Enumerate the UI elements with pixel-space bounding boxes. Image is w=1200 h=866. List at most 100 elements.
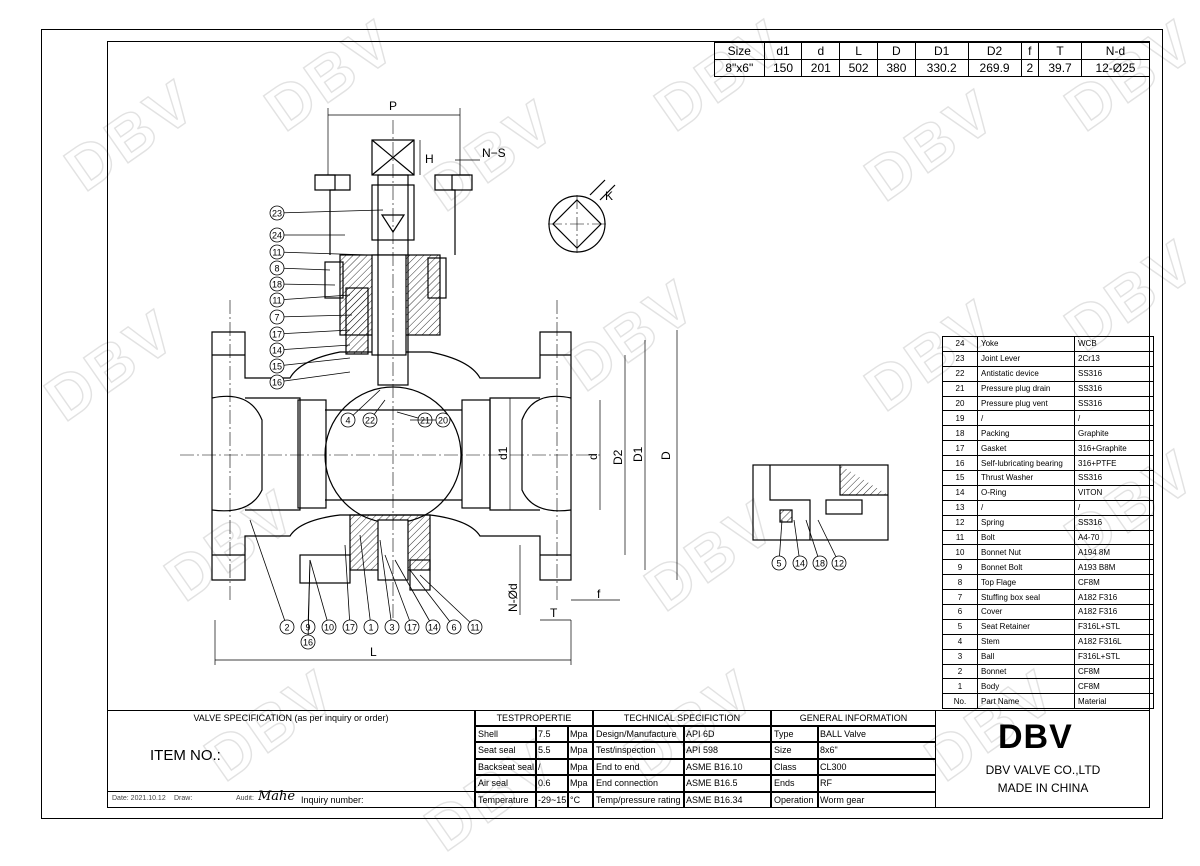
part-name: Top Flage — [977, 574, 1075, 591]
technical-row — [593, 775, 771, 792]
dim-value: 39.7 — [1038, 59, 1082, 77]
dim-value: 502 — [839, 59, 878, 77]
technical-divider — [683, 758, 685, 776]
callout-leader — [359, 534, 372, 628]
callout-leader — [276, 371, 351, 383]
part-material: A182 F316 — [1074, 589, 1154, 606]
general-divider — [817, 758, 819, 776]
dimension-table: Size d1 d L D D1 D2 f T N-d 8"x6" 150 20… — [714, 42, 1151, 77]
part-material: 2Cr13 — [1074, 350, 1154, 367]
dim-value: 2 — [1020, 59, 1040, 77]
callout-number: 3 — [389, 623, 394, 633]
part-name: Bonnet Nut — [977, 544, 1075, 561]
callout-number: 11 — [272, 296, 281, 306]
callout-number: 14 — [272, 346, 282, 356]
test-unit: Mpa — [570, 778, 588, 789]
test-divider — [535, 742, 537, 759]
callout-number: 1 — [368, 623, 373, 633]
test-divider — [567, 742, 569, 759]
part-material: F316L+STL — [1074, 648, 1154, 665]
callout-leader — [379, 539, 393, 628]
callout-leader — [276, 251, 371, 256]
parts-row: 19// — [942, 410, 1154, 427]
dimension-value-row: 8"x6" 150 201 502 380 330.2 269.9 2 39.7… — [714, 59, 1151, 77]
dim-label-d-outer: D — [659, 451, 673, 460]
dim-value: 269.9 — [967, 59, 1022, 77]
callout-circle — [269, 326, 285, 342]
general-value: RF — [820, 778, 832, 789]
callout-number: 17 — [407, 623, 417, 633]
part-no: 14 — [942, 484, 978, 501]
general-row — [771, 758, 936, 776]
callout-number: 11 — [470, 623, 479, 633]
technical-value: ASME B16.5 — [686, 778, 738, 789]
general-title-frame — [771, 710, 936, 726]
part-no: 5 — [942, 618, 978, 635]
date-cell: Date: 2021.10.12 — [112, 795, 166, 802]
callout-leader — [409, 569, 455, 628]
part-name: Stuffing box seal — [977, 589, 1075, 606]
callout-leader — [276, 267, 331, 271]
callout-circle — [269, 205, 285, 221]
callout-circle — [269, 309, 285, 325]
dim-label-d1: d1 — [496, 446, 510, 460]
test-label: Air seal — [478, 778, 509, 789]
part-material: F316L+STL — [1074, 618, 1154, 635]
part-material: SS316 — [1074, 365, 1154, 382]
part-no: 8 — [942, 574, 978, 591]
signature-strip — [107, 791, 475, 808]
part-name: Bonnet — [977, 663, 1075, 680]
callout-number: 14 — [428, 623, 438, 633]
part-no: 20 — [942, 395, 978, 412]
general-title: GENERAL INFORMATION — [799, 713, 908, 723]
callout-number: 20 — [438, 416, 448, 426]
test-title: TESTPROPERTIE — [496, 713, 572, 723]
callout-number: 22 — [365, 416, 375, 426]
test-value: 0.6 — [538, 778, 551, 789]
general-label: Ends — [774, 778, 795, 789]
part-no: 10 — [942, 544, 978, 561]
callout-leader — [805, 519, 821, 564]
part-material: A182 F316 — [1074, 604, 1154, 620]
callout-circle — [362, 412, 378, 428]
dim-label-p: P — [389, 99, 397, 113]
dim-label-d: d — [586, 453, 600, 460]
technical-divider — [683, 742, 685, 759]
test-row — [475, 758, 593, 776]
part-name: Bonnet Bolt — [977, 559, 1075, 576]
part-material: 316+Graphite — [1074, 440, 1154, 457]
callout-leader — [276, 357, 351, 367]
part-name: Ball — [977, 648, 1075, 665]
callout-leader — [249, 519, 288, 628]
test-row — [475, 775, 593, 792]
dim-value: 150 — [763, 59, 803, 77]
part-no: 19 — [942, 410, 978, 427]
part-material: 316+PTFE — [1074, 455, 1154, 472]
audit-cell: Audit: — [236, 795, 254, 802]
part-material: SS316 — [1074, 380, 1154, 397]
general-label: Class — [774, 761, 797, 772]
part-name: Packing — [977, 425, 1075, 442]
part-material: A193 B8M — [1074, 559, 1154, 576]
dim-header: Size — [714, 42, 765, 60]
part-material: Material — [1074, 693, 1154, 710]
part-name: Spring — [977, 514, 1075, 531]
dim-label-k: K — [605, 189, 613, 203]
technical-row — [593, 726, 771, 743]
part-name: Pressure plug vent — [977, 395, 1075, 412]
callout-number: 5 — [776, 559, 781, 569]
general-value: CL300 — [820, 761, 847, 772]
technical-label: End connection — [596, 778, 659, 789]
test-unit: Mpa — [570, 729, 588, 739]
callout-leader — [817, 519, 840, 564]
part-name: Gasket — [977, 440, 1075, 457]
test-row — [475, 791, 593, 808]
part-material: SS316 — [1074, 514, 1154, 531]
